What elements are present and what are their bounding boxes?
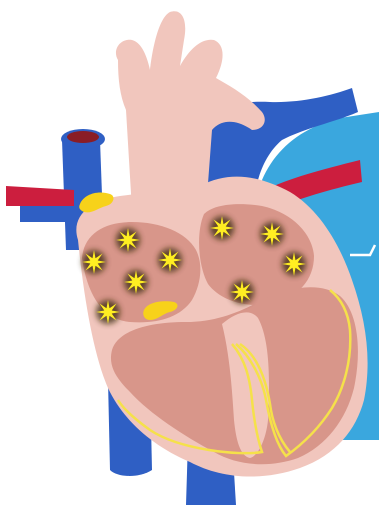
starburst-marker (116, 228, 140, 252)
pulmonary-vessel-left-blue (20, 206, 80, 222)
starburst-marker (96, 300, 120, 324)
vena-cava-opening-inner (67, 131, 99, 143)
starburst-icon (82, 250, 106, 274)
starburst-icon (124, 270, 148, 294)
starburst-icon (230, 280, 254, 304)
starburst-icon (116, 228, 140, 252)
starburst-marker (124, 270, 148, 294)
starburst-marker (210, 216, 234, 240)
starburst-marker (282, 252, 306, 276)
starburst-marker (230, 280, 254, 304)
starburst-icon (158, 248, 182, 272)
starburst-icon (260, 222, 284, 246)
starburst-marker (158, 248, 182, 272)
starburst-marker (260, 222, 284, 246)
starburst-icon (210, 216, 234, 240)
starburst-icon (282, 252, 306, 276)
starburst-marker (82, 250, 106, 274)
starburst-icon (96, 300, 120, 324)
